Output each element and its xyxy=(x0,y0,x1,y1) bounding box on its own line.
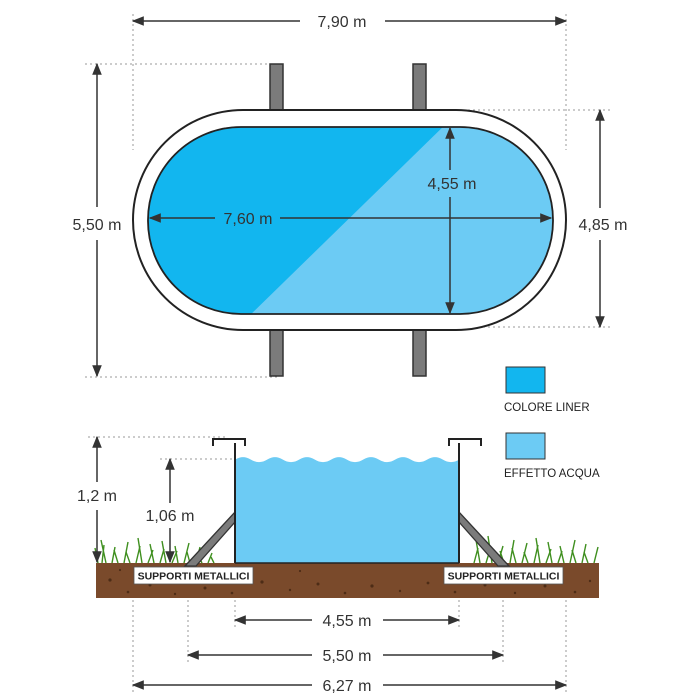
top-view: 7,90 m 5,50 m 7,60 m 4,55 m 4,85 m xyxy=(73,14,628,378)
total-height-label: 1,2 m xyxy=(77,488,117,505)
support-label-right: SUPPORTI METALLICI xyxy=(448,571,560,583)
pool-inner-water xyxy=(147,126,554,315)
support-label-left: SUPPORTI METALLICI xyxy=(138,571,250,583)
wall-caps xyxy=(212,438,482,446)
support-label-left-box: SUPPORTI METALLICI xyxy=(133,566,254,585)
pool-side-body xyxy=(234,443,460,564)
legend-swatch-water xyxy=(505,432,546,460)
width-total-label: 6,27 m xyxy=(323,678,372,695)
water-height-label: 1,06 m xyxy=(146,508,195,525)
side-dimension-arrows xyxy=(92,435,568,690)
legend-swatch-liner xyxy=(505,366,546,394)
legend-label-water: EFFETTO ACQUA xyxy=(504,468,600,480)
right-width-label: 4,85 m xyxy=(579,217,628,234)
overall-width-label: 5,50 m xyxy=(73,217,122,234)
grass-right xyxy=(473,535,599,564)
support-label-right-box: SUPPORTI METALLICI xyxy=(443,566,564,585)
inner-length-label: 7,60 m xyxy=(224,211,273,228)
top-dimension-arrows xyxy=(92,16,605,378)
side-view: SUPPORTI METALLICI SUPPORTI METALLICI 1,… xyxy=(77,435,599,695)
width-inner-label: 4,55 m xyxy=(323,613,372,630)
inner-width-label: 4,55 m xyxy=(428,176,477,193)
overall-length-label: 7,90 m xyxy=(318,14,367,31)
legend-label-liner: COLORE LINER xyxy=(504,402,590,414)
width-mid-label: 5,50 m xyxy=(323,648,372,665)
legend: COLORE LINER EFFETTO ACQUA xyxy=(504,366,600,480)
